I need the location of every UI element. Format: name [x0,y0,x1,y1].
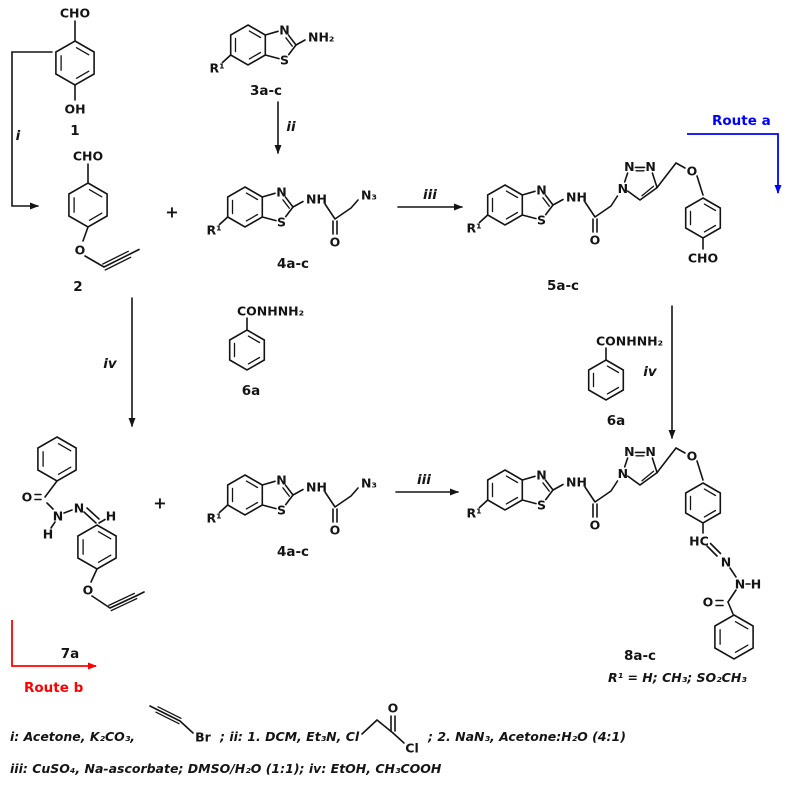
carbonyl-o: O [22,490,33,505]
cho-group: CHO [73,149,103,164]
ether-o: O [687,164,698,179]
compound-label-2: 2 [73,279,82,295]
compound-4ac-top: 4a-c [206,185,376,272]
footnote-ii: ; ii: 1. DCM, Et₃N, Cl [219,729,360,744]
footnote-iii-iv: iii: CuSO₄, Na-ascorbate; DMSO/H₂O (1:1)… [10,761,442,776]
r1-note: R¹ = H; CH₃; SO₂CH₃ [608,670,747,685]
route-a-label: Route a [712,113,771,129]
arrow-step-iv-right: iv [643,305,676,439]
nh-group: NH [566,475,587,490]
footnote-i: i: Acetone, K₂CO₃, [10,729,135,744]
br-atom: Br [195,730,212,745]
plus-sign: + [153,494,166,513]
nh2-group: NH₂ [308,30,334,45]
compound-label-7a: 7a [61,646,80,662]
step-label-iv: iv [643,364,658,380]
compound-label-8ac: 8a-c [624,648,656,664]
chloroacetyl-chloride-structure: O Cl [361,701,419,756]
cl-atom: Cl [405,741,418,756]
route-a-arrow [687,133,782,194]
conhnh2-group: CONHNH₂ [596,334,663,349]
step-label-ii: ii [286,119,296,135]
arrow-step-ii: ii [274,101,296,154]
carbonyl-o: O [703,595,714,610]
arrow-step-iv-left: iv [103,297,136,427]
compound-7a: O N H N H O 7a [22,436,145,662]
hc-group: HC [689,534,709,549]
route-b-label: Route b [24,680,84,696]
n-atom: N [53,509,63,524]
route-b: Route b [11,620,97,696]
compound-label-3ac: 3a-c [250,83,282,99]
ether-o: O [687,449,698,464]
arrow-step-iii-top: iii [397,187,463,211]
plus-sign: + [165,203,178,222]
ether-o: O [75,243,86,258]
compound-label-4ac: 4a-c [277,544,309,560]
arrow-step-i: i [11,51,53,210]
n-atom: N [721,555,731,570]
propargyl-bromide-structure: Br [149,705,212,745]
compound-2: CHO O 2 [68,149,140,295]
compound-6a-right: CONHNH₂ 6a [587,334,663,429]
n-atom: N [735,577,745,592]
compound-5ac: NH O O CHO 5a-c [466,158,722,294]
step-label-i: i [16,128,21,144]
compound-label-6a: 6a [242,383,261,399]
h-atom: H [106,509,116,524]
route-a: Route a [687,113,782,194]
compound-label-1: 1 [70,123,79,139]
oh-group: OH [64,102,85,117]
compound-8ac: NH O O HC N N H O 8a-c [466,443,761,664]
cho-group: CHO [688,251,718,266]
h-atom: H [43,527,53,542]
compound-4ac-bottom: 4a-c [206,473,376,560]
step-label-iii: iii [423,187,437,203]
compound-label-4ac: 4a-c [277,256,309,272]
arrow-step-iii-bottom: iii [395,472,459,496]
step-label-iii: iii [417,472,431,488]
h-atom: H [751,577,761,592]
conhnh2-group: CONHNH₂ [237,304,304,319]
cho-group: CHO [60,6,90,21]
compound-label-6a: 6a [607,413,626,429]
footnote-line-1: i: Acetone, K₂CO₃, Br ; ii: 1. DCM, Et₃N… [10,701,626,756]
step-label-iv: iv [103,356,118,372]
footnote-ii-cont: ; 2. NaN₃, Acetone:H₂O (4:1) [427,729,626,744]
compound-6a-center: CONHNH₂ 6a [228,304,304,399]
carbonyl-o: O [590,233,601,248]
compound-3ac: NH₂ 3a-c [209,23,334,99]
carbonyl-o: O [388,701,399,716]
route-b-arrow [11,620,97,670]
ether-o: O [83,583,94,598]
compound-1: CHO OH 1 [55,6,95,139]
carbonyl-o: O [590,518,601,533]
nh-group: NH [566,190,587,205]
n-atom: N [74,501,84,516]
compound-label-5ac: 5a-c [547,278,579,294]
